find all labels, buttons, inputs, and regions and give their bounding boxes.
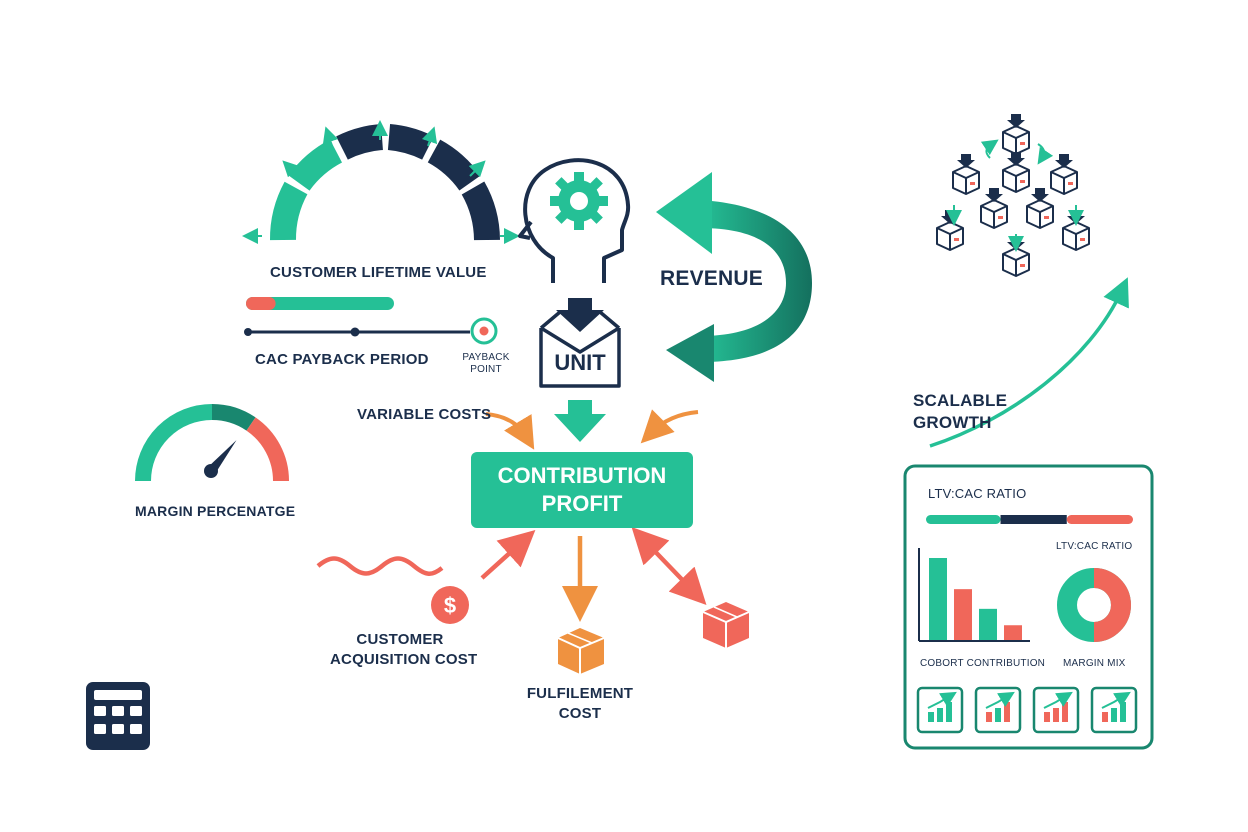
cac-label-line2: ACQUISITION COST [330, 651, 478, 668]
ratio-bar-segment [1000, 515, 1067, 524]
payback-point-label-line2: POINT [470, 364, 502, 375]
dollar-coin-icon: $ [431, 586, 469, 624]
network-box-icon [980, 188, 1008, 229]
unit-to-profit-arrow [554, 400, 606, 442]
margin-percentage-label: MARGIN PERCENATGE [135, 503, 296, 519]
fulfilment-label-line2: COST [558, 705, 602, 722]
donut-title: LTV:CAC RATIO [1056, 541, 1133, 552]
ltv-cac-dashboard [903, 464, 1154, 750]
payback-point-label-line1: PAYBACK [462, 352, 510, 363]
fulfilment-box-icon [557, 628, 605, 674]
ratio-bar-segment [1066, 515, 1133, 524]
ltv-gauge-segment-4 [387, 124, 434, 160]
network-box-icon [936, 210, 964, 251]
customer-lifetime-value-label: CUSTOMER LIFETIME VALUE [270, 264, 487, 281]
margin-mix-label: MARGIN MIX [1063, 658, 1126, 669]
variable-costs-arrow-left [485, 412, 535, 450]
scalable-growth-line2: GROWTH [913, 413, 992, 432]
contribution-profit-label-line1: CONTRIBUTION [497, 463, 667, 488]
cohort-bar [1004, 625, 1022, 640]
cohort-contribution-chart [918, 548, 1030, 642]
revenue-loop-arrow [656, 172, 812, 382]
ltv-gauge-segment-6 [461, 181, 500, 241]
ltv-gauge-segment-3 [336, 124, 384, 160]
network-box-icon [1026, 188, 1054, 229]
ltv-gauge-segment-1 [270, 181, 308, 241]
coral-box-icon [702, 602, 750, 648]
scalable-growth-label: SCALABLE GROWTH [913, 390, 1007, 434]
scalable-growth-line1: SCALABLE [913, 391, 1008, 410]
ltv-progress-bar [246, 297, 394, 310]
network-box-icon [1002, 114, 1030, 155]
ltv-gauge-arrows [242, 120, 520, 244]
cac-payback-period-label: CAC PAYBACK PERIOD [255, 351, 429, 368]
cohort-contribution-label: COBORT CONTRIBUTION [920, 658, 1046, 669]
customer-acquisition-cost-label: CUSTOMER ACQUISITION COST [330, 630, 478, 670]
mini-chart-tile [1090, 686, 1138, 734]
cac-label-line1: CUSTOMER [356, 631, 444, 648]
mini-chart-tiles [916, 686, 1138, 734]
cohort-bar [979, 608, 997, 640]
gauge-needle-icon [204, 440, 237, 478]
revenue-label: REVENUE [660, 267, 763, 290]
fulfilment-label-line1: FULFILEMENT [526, 685, 634, 702]
mini-chart-tile [916, 686, 964, 734]
calculator-icon [86, 682, 150, 750]
ltv-gauge [270, 124, 500, 241]
network-box-icon [1050, 154, 1078, 195]
ltv-progress-fill [246, 297, 276, 310]
gear-icon [550, 172, 608, 230]
network-arrows [946, 139, 1084, 252]
head-gear-icon [518, 158, 631, 283]
contribution-profit-box: CONTRIBUTION PROFIT [471, 452, 693, 528]
cohort-bar [929, 558, 947, 640]
margin-percentage-gauge [135, 403, 290, 482]
ltv-gauge-segment-2 [288, 139, 343, 191]
payback-point-label: PAYBACK POINT [458, 352, 514, 376]
box-network [936, 114, 1090, 277]
svg-text:$: $ [444, 593, 456, 618]
variable-costs-arrow-right [640, 409, 699, 444]
network-box-icon [1002, 152, 1030, 193]
ratio-bar-segment [926, 515, 1001, 524]
down-arrow-icon [556, 298, 604, 332]
scalable-growth-arrow [929, 277, 1129, 448]
mini-chart-tile [1032, 686, 1080, 734]
ltv-gauge-segment-5 [427, 139, 481, 191]
unit-label: UNIT [554, 350, 606, 375]
contribution-profit-label-line2: PROFIT [541, 491, 623, 516]
ltv-cac-ratio-bar [926, 515, 1133, 524]
margin-mix-donut [1057, 568, 1131, 642]
bidirectional-arrow [631, 527, 707, 605]
variable-costs-label: VARIABLE COSTS [357, 406, 492, 423]
cohort-bar [954, 589, 972, 640]
wave-line [316, 556, 444, 576]
mini-chart-tile [974, 686, 1022, 734]
dashboard-title: LTV:CAC RATIO [928, 486, 1027, 501]
unit-box-icon [539, 310, 621, 388]
cac-arrow [480, 529, 536, 580]
network-box-icon [952, 154, 980, 195]
margin-mix-slice [1093, 568, 1131, 642]
fulfilment-cost-label: FULFILEMENT COST [512, 684, 648, 724]
cac-payback-timeline [244, 317, 498, 345]
